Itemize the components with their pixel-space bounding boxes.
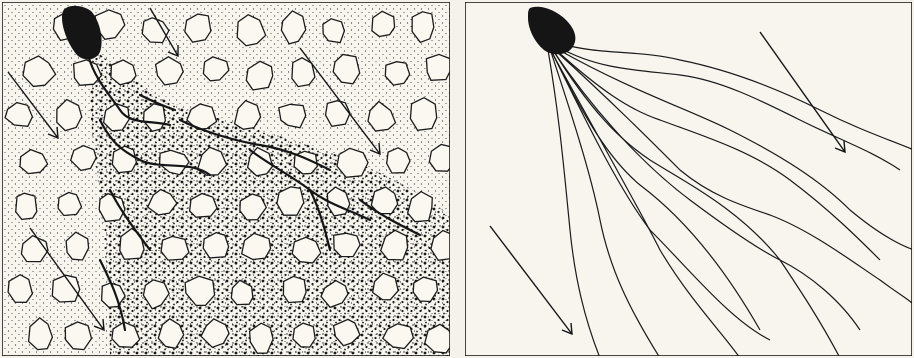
grain bbox=[426, 54, 451, 80]
left-panel bbox=[2, 2, 458, 358]
grain bbox=[16, 193, 37, 219]
grain bbox=[277, 187, 304, 215]
right-panel bbox=[465, 2, 914, 358]
grain bbox=[52, 275, 79, 302]
grain bbox=[161, 236, 189, 260]
grain bbox=[326, 101, 351, 127]
grain bbox=[283, 276, 306, 302]
grain bbox=[410, 98, 436, 131]
